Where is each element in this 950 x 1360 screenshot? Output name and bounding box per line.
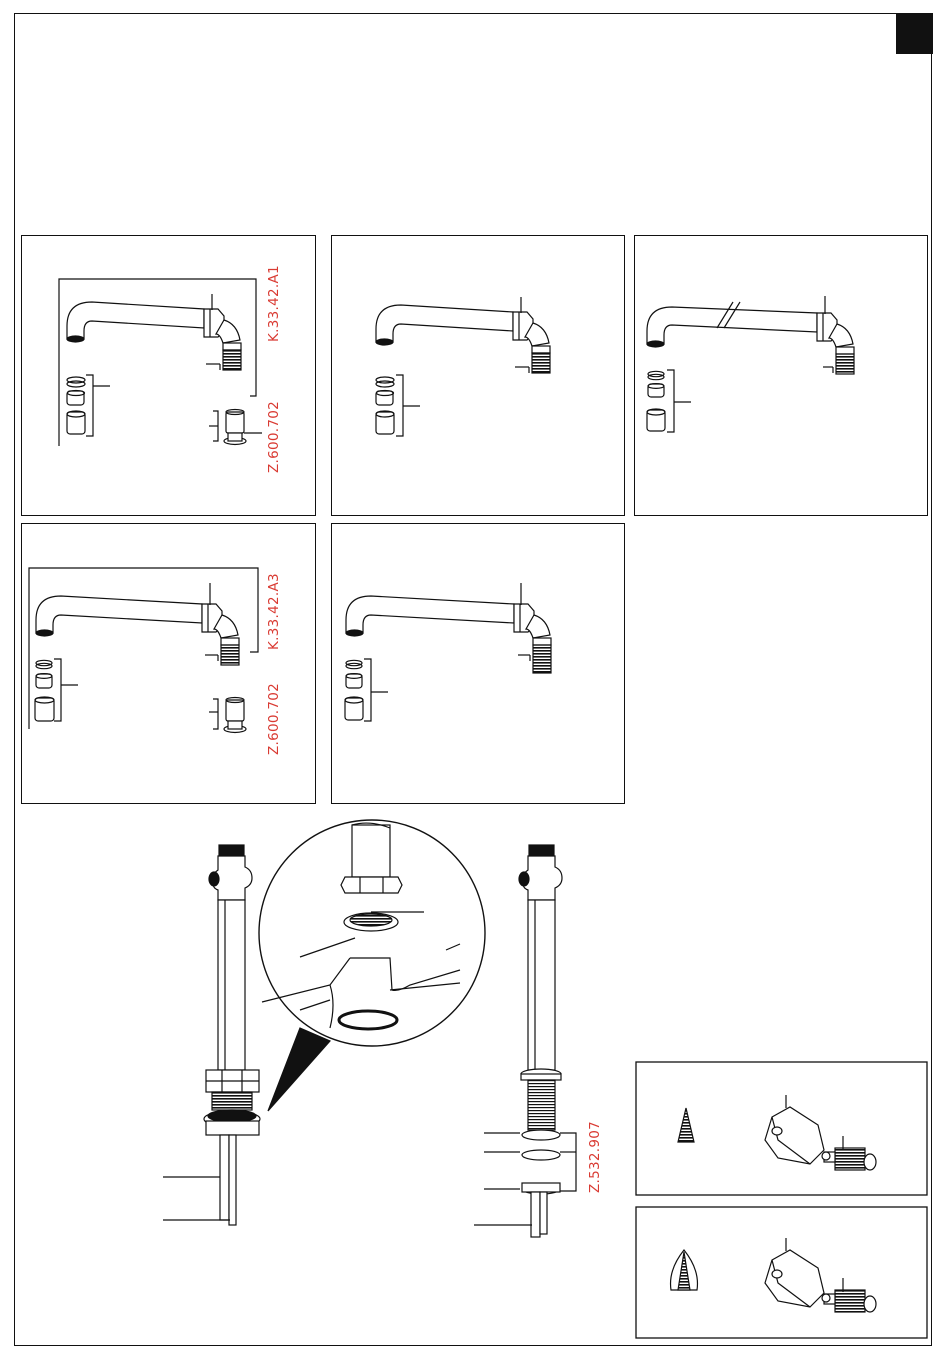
magnifier-icon: [259, 820, 485, 1111]
pillar-icon: [474, 845, 576, 1237]
cartridge-icon: [822, 1278, 876, 1312]
spline-icon: [678, 1108, 694, 1142]
spout-code-a1: K.33.42.A1: [266, 265, 282, 342]
spout-panel-5: [331, 523, 625, 804]
aerator-icon: [345, 660, 363, 720]
pillar-icon: [163, 845, 260, 1225]
cap-code-1: Z.600.702: [266, 401, 282, 473]
spout-icon: [346, 583, 551, 673]
aerator-icon: [35, 660, 54, 721]
section-tab: [896, 13, 933, 54]
handle-icon: [765, 1095, 824, 1164]
spout-icon: [36, 583, 239, 665]
aerator-icon: [67, 377, 85, 434]
spout-code-a3: K.33.42.A3: [266, 573, 282, 650]
cartridge-icon: [822, 1136, 876, 1170]
washer-code: Z.532.907: [587, 1121, 603, 1193]
cap-icon: [209, 698, 246, 733]
spout-panel-4: K.33.42.A3 Z.600.702: [21, 523, 316, 804]
spout-panel-1: K.33.42.A1 Z.600.702: [21, 235, 316, 516]
aerator-icon: [647, 371, 665, 431]
spout-icon: [67, 294, 241, 370]
aerator-icon: [376, 377, 394, 434]
cap-code-2: Z.600.702: [266, 683, 282, 755]
spout-icon: [647, 296, 854, 374]
pillar-assembly-drawing: Z.532.907: [0, 810, 950, 1350]
cap-icon: [209, 410, 262, 445]
spout-icon: [376, 297, 550, 373]
handle-icon: [765, 1238, 824, 1307]
spout-panel-2: [331, 235, 625, 516]
spout-panel-3: [634, 235, 928, 516]
spline-icon: [671, 1250, 698, 1290]
